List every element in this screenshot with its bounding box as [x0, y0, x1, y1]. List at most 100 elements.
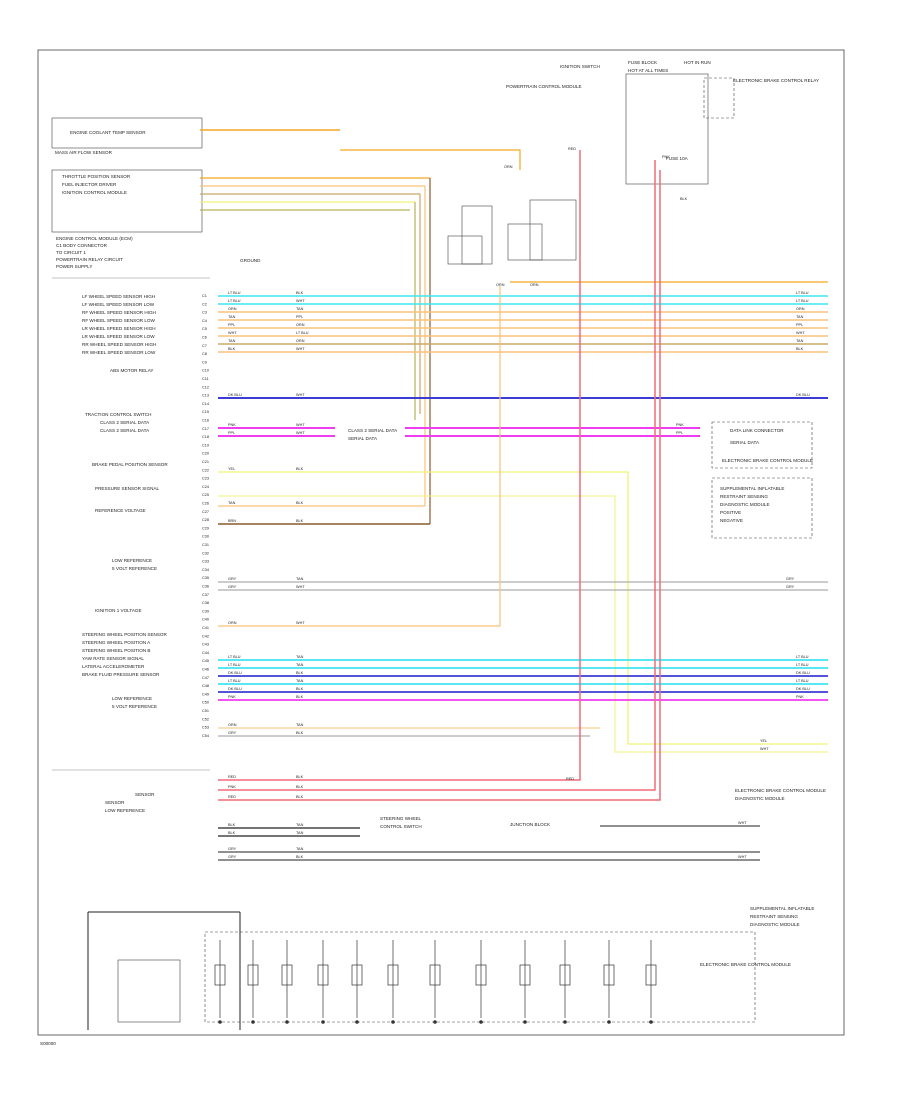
callout-label: SERIAL DATA: [730, 440, 760, 445]
wire-code: BLK: [296, 775, 304, 779]
ground-dot: [355, 1020, 359, 1024]
wire-code: BLK: [296, 731, 304, 735]
ground-dot: [563, 1020, 567, 1024]
pin-number: C42: [202, 634, 209, 638]
solenoid: [214, 940, 226, 1024]
solenoid: [317, 940, 329, 1024]
callout-label: JUNCTION BLOCK: [510, 822, 551, 827]
wire-code: PNK: [228, 423, 236, 427]
ecm-ground-label: GROUND: [240, 258, 261, 263]
wire-code: PPL: [296, 315, 303, 319]
wire-code: LT BLU: [296, 331, 309, 335]
wire-code: TAN: [796, 339, 804, 343]
solenoid: [475, 940, 487, 1024]
wire-pink-red: [218, 170, 661, 801]
pin-number: C46: [202, 668, 209, 672]
wire-code: BLK: [296, 855, 304, 859]
wire-code: WHT: [296, 393, 305, 397]
wire-code: ORN: [296, 323, 305, 327]
wire-yellow: [218, 471, 828, 745]
signal-label: LOW REFERENCE: [112, 696, 152, 701]
callout-label: DIAGNOSTIC MODULE: [750, 922, 800, 927]
ecm-top-label-2: MASS AIR FLOW SENSOR: [55, 150, 113, 155]
callout-label: SERIAL DATA: [348, 436, 378, 441]
wire-code: BLK: [796, 347, 804, 351]
wire-code: WHT: [296, 347, 305, 351]
wire-code: PNK: [662, 155, 670, 159]
wire-code: TAN: [796, 315, 804, 319]
wire-code: LT BLU: [796, 299, 809, 303]
pin-number: C51: [202, 709, 209, 713]
wire-code: BLK: [228, 831, 236, 835]
signal-label: STEERING WHEEL POSITION B: [82, 648, 151, 653]
signal-label: CLASS 2 SERIAL DATA: [100, 428, 150, 433]
pin-number: C31: [202, 543, 209, 547]
pin-number: C17: [202, 427, 209, 431]
wire-code: GRY: [228, 577, 237, 581]
wire-pink-red: [218, 150, 581, 781]
signal-label: BRAKE FLUID PRESSURE SENSOR: [82, 672, 160, 677]
ground-dot: [251, 1020, 255, 1024]
wire-code: BLK: [296, 695, 304, 699]
ground-dot: [218, 1020, 222, 1024]
wire-orange: [340, 149, 521, 170]
wire-code: WHT: [228, 331, 237, 335]
relay-box: [529, 199, 577, 261]
wire-code: LT BLU: [796, 655, 809, 659]
signal-label: STEERING WHEEL POSITION SENSOR: [82, 632, 168, 637]
solenoid: [351, 940, 363, 1024]
right-callouts: DATA LINK CONNECTOR SERIAL DATA ELECTRON…: [711, 421, 826, 927]
wire-code: TAN: [296, 831, 304, 835]
signal-label: LOW REFERENCE: [112, 558, 152, 563]
pin-number: C45: [202, 659, 209, 663]
wire-code: ORN: [228, 621, 237, 625]
wire-code: WHT: [738, 855, 747, 859]
signal-label: 5 VOLT REFERENCE: [112, 566, 157, 571]
wire-code: LT BLU: [796, 663, 809, 667]
wire-code: ORN: [504, 165, 513, 169]
ground-dot: [285, 1020, 289, 1024]
pin-number: C53: [202, 726, 209, 730]
solenoid-bank: ELECTRONIC BRAKE CONTROL MODULE: [117, 931, 791, 1023]
ecm-side-label: C1 BODY CONNECTOR: [56, 243, 108, 248]
pin-number: C30: [202, 535, 209, 539]
wire-code: WHT: [296, 585, 305, 589]
wire-code: PNK: [228, 785, 236, 789]
wire-code: ORN: [530, 283, 539, 287]
fuse-block-box: [625, 73, 709, 185]
pin-number: C11: [202, 377, 209, 381]
pin-number: C21: [202, 460, 209, 464]
wire-code: LT BLU: [228, 655, 241, 659]
ecm-mid-box: [51, 169, 203, 233]
wire-yellow: [218, 495, 828, 753]
relay-box: [507, 223, 543, 261]
signal-label: RR WHEEL SPEED SENSOR LOW: [82, 350, 156, 355]
wire-code: BLK: [296, 501, 304, 505]
callout-label: RESTRAINT SENSING: [720, 494, 768, 499]
wire-code: BLK: [296, 785, 304, 789]
wire-code: RED: [568, 147, 576, 151]
wire-code: ORN: [296, 339, 305, 343]
callout-label: FUSE BLOCK: [628, 60, 658, 65]
signal-label: 5 VOLT REFERENCE: [112, 704, 157, 709]
wire-code: PPL: [676, 431, 683, 435]
wire-code: LT BLU: [228, 679, 241, 683]
wire-code: TAN: [296, 723, 304, 727]
pin-number: C32: [202, 551, 209, 555]
wire-code: PPL: [796, 323, 803, 327]
pin-number: C4: [202, 319, 207, 323]
pin-number: C40: [202, 618, 209, 622]
wire-code: YEL: [228, 467, 235, 471]
wire-code: BLK: [228, 347, 236, 351]
pin-number: C43: [202, 643, 209, 647]
wire-code: TAN: [296, 655, 304, 659]
pin-number: C3: [202, 311, 207, 315]
wire-code: TAN: [296, 663, 304, 667]
ecm-side-label: TO CIRCUIT 1: [56, 250, 86, 255]
callout-label: RESTRAINT SENSING: [750, 914, 798, 919]
signal-label: RF WHEEL SPEED SENSOR LOW: [82, 318, 155, 323]
solenoid: [281, 940, 293, 1024]
callout-label: CLASS 2 SERIAL DATA: [348, 428, 398, 433]
wire-code: ORN: [228, 723, 237, 727]
ground-dot: [321, 1020, 325, 1024]
